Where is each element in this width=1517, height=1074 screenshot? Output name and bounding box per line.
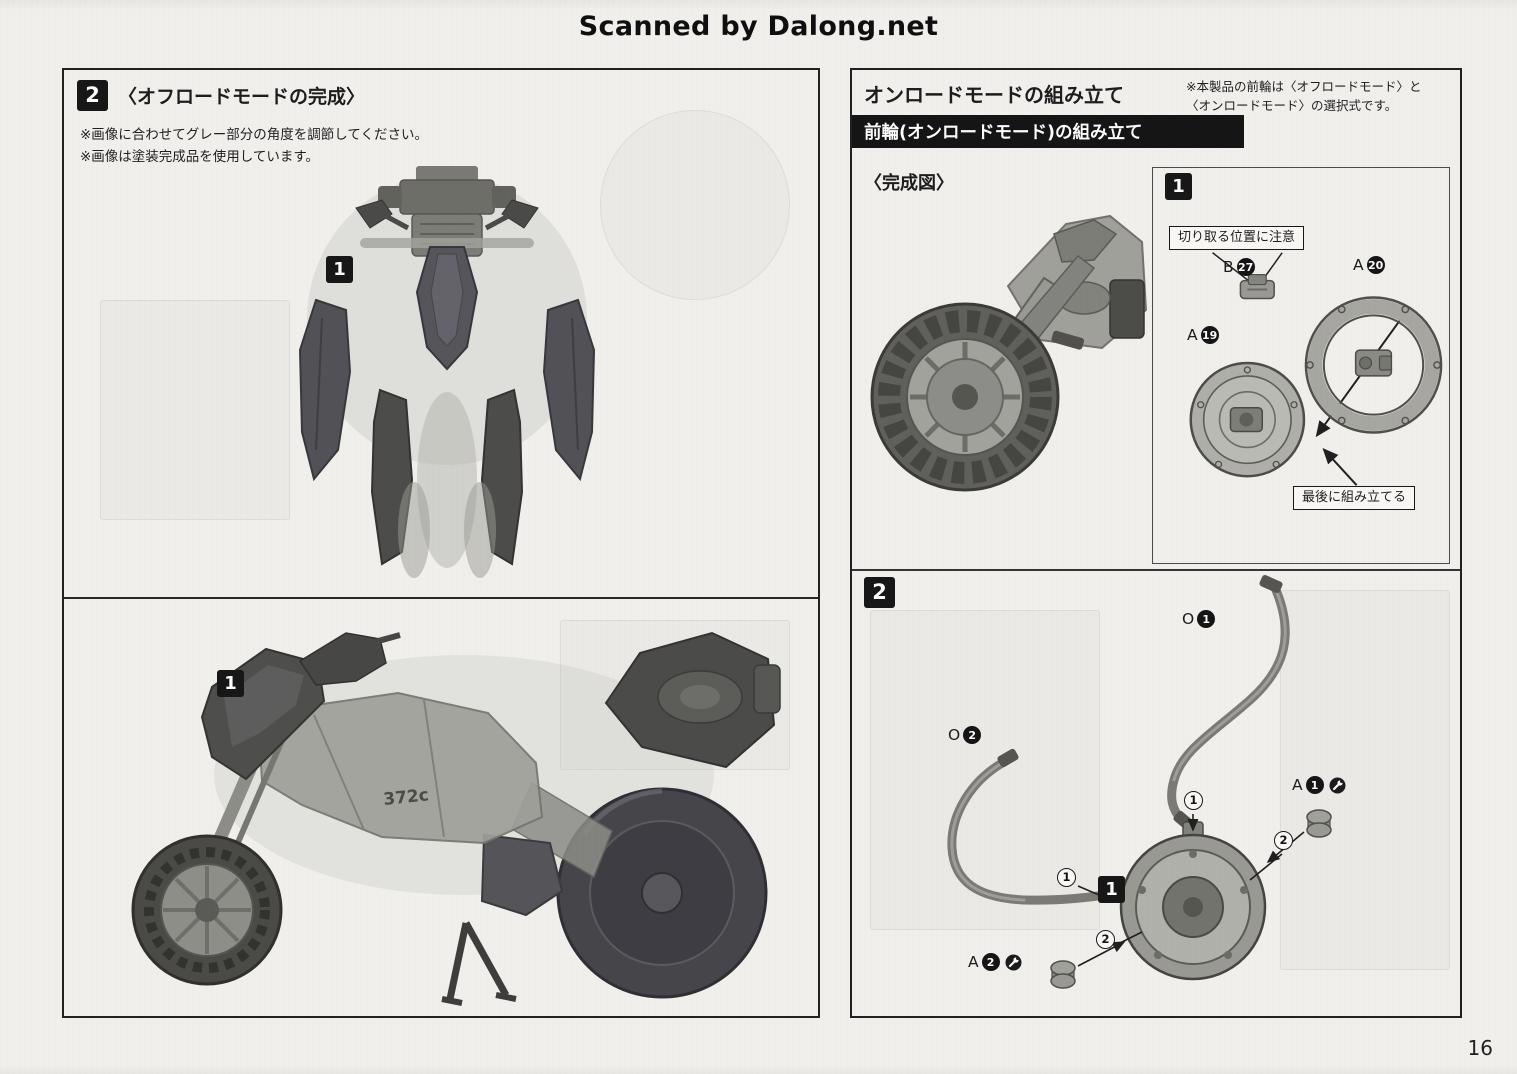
small-part-a1: [1306, 809, 1332, 838]
center-shield-part: [415, 246, 479, 371]
step2-illustration: [947, 575, 1332, 989]
left-panel-divider: [64, 597, 818, 599]
note-line-2: ※画像は塗装完成品を使用しています。: [80, 149, 320, 166]
part-label-b27: B 27: [1223, 258, 1255, 276]
part-label-o2: O 2: [948, 726, 982, 744]
rear-assembly-part: [604, 631, 781, 769]
handlebar-part: [298, 632, 401, 686]
side-view-part-badge: 1: [217, 670, 244, 697]
front-wheel-section-bar: 前輪(オンロードモード)の組み立て: [852, 115, 1244, 148]
left-lever-part: [355, 199, 410, 231]
offroad-panel-title: 〈オフロードモードの完成〉: [118, 86, 366, 108]
selection-note: ※本製品の前輪は〈オフロードモード〉と 〈オンロードモード〉の選択式です。: [1186, 77, 1421, 116]
part-label-o1: O 1: [1182, 610, 1216, 628]
model-marking-text: 372c: [382, 785, 429, 810]
assemble-last-note: 最後に組み立てる: [1293, 486, 1416, 511]
side-view-illustration: 372c: [131, 631, 781, 1006]
right-panel-divider: [852, 569, 1460, 571]
right-side-panel-part: [542, 298, 596, 482]
kickstand-part: [441, 921, 517, 1006]
front-view-figure: 1: [64, 150, 816, 597]
selection-note-line-1: ※本製品の前輪は〈オフロードモード〉と: [1186, 79, 1422, 94]
part-number-circle: 19: [1200, 326, 1219, 344]
attach-point-2-marker: 2: [1274, 831, 1293, 850]
page-number: 16: [1467, 1036, 1493, 1060]
part-label-a2: A 2: [968, 953, 1022, 971]
clip-part-b27: [1239, 274, 1275, 300]
left-side-panel-part: [298, 298, 352, 482]
side-view-figure: 372c: [64, 605, 816, 1012]
disc-part-a19: [1189, 361, 1306, 478]
small-part-a2: [1050, 960, 1076, 989]
scan-watermark: Scanned by Dalong.net: [578, 11, 939, 42]
part-number-circle: 20: [1366, 256, 1385, 274]
part-letter: A: [1187, 326, 1198, 344]
body-tank: 372c: [258, 691, 544, 845]
completed-view-illustration: [870, 214, 1148, 492]
part-label-a1: A 1: [1292, 776, 1346, 794]
right-lever-part: [484, 199, 539, 231]
part-letter: A: [1292, 776, 1303, 794]
attach-point-1-marker: 1: [1057, 868, 1076, 887]
part-letter: O: [1182, 610, 1195, 628]
onroad-assembly-panel: オンロードモードの組み立て ※本製品の前輪は〈オフロードモード〉と 〈オンロード…: [850, 68, 1462, 1018]
part-number-circle: 2: [981, 953, 1000, 971]
step2-sub-badge: 1: [1098, 876, 1125, 903]
part-number-circle: 2: [963, 726, 982, 744]
onroad-title: オンロードモードの組み立て: [864, 83, 1124, 107]
part-number-circle: 1: [1305, 776, 1324, 794]
front-view-illustration: [298, 166, 596, 578]
part-letter: A: [968, 953, 979, 971]
attach-point-1-marker: 1: [1184, 791, 1203, 810]
part-label-a20: A 20: [1353, 256, 1385, 274]
note-line-1: ※画像に合わせてグレー部分の角度を調節してください。: [80, 127, 429, 143]
wrench-icon: [1005, 954, 1022, 971]
attach-point-2-marker: 2: [1096, 930, 1115, 949]
step-2-badge: 2: [77, 80, 108, 111]
part-label-a19: A 19: [1187, 326, 1219, 344]
step-2-badge-right: 2: [864, 577, 895, 608]
part-letter: A: [1353, 256, 1364, 274]
cut-position-note: 切り取る位置に注意: [1169, 226, 1305, 251]
step-1-badge: 1: [1165, 173, 1192, 200]
rear-disc-shield-part: [556, 787, 768, 999]
wheel-hub-part: [1119, 821, 1267, 981]
part-letter: O: [948, 726, 961, 744]
part-number-circle: 27: [1236, 258, 1255, 276]
front-wheel: [131, 834, 283, 986]
step1-box: 1 切り取る位置に注意 B 27 A 20 A 19 最後に組み立てる: [1152, 167, 1450, 564]
offroad-panel-header: 2 〈オフロードモードの完成〉: [77, 80, 365, 111]
rear-wheel: [870, 302, 1060, 492]
selection-note-line-2: 〈オンロードモード〉の選択式です。: [1186, 98, 1398, 114]
front-view-part-badge: 1: [326, 256, 353, 283]
completed-view-label: 〈完成図〉: [864, 173, 954, 194]
ring-part-a20: [1304, 296, 1443, 434]
step2-figure: O 1 O 2 A 1 A 2 1 1: [852, 570, 1460, 1016]
part-letter: B: [1223, 258, 1234, 276]
wrench-icon: [1329, 777, 1346, 794]
step1-illustration: [1189, 252, 1443, 486]
part-number-circle: 1: [1197, 610, 1216, 628]
offroad-notes: ※画像に合わせてグレー部分の角度を調節してください。 ※画像は塗装完成品を使用し…: [80, 124, 428, 169]
offroad-completion-panel: 2 〈オフロードモードの完成〉 ※画像に合わせてグレー部分の角度を調節してくださ…: [62, 68, 820, 1018]
completed-view-figure: [858, 190, 1150, 534]
